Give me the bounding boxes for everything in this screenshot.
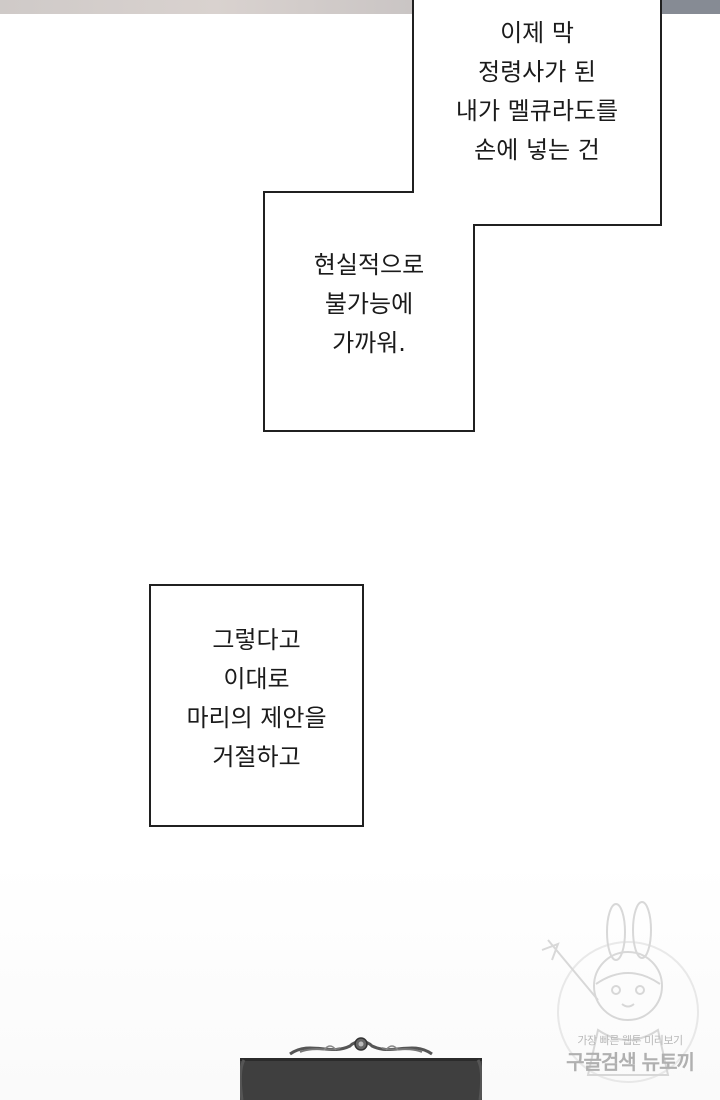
narration-box-2: 현실적으로 불가능에 가까워. <box>266 246 472 386</box>
narration-line: 마리의 제안을 <box>186 704 327 732</box>
narration-line: 이대로 <box>223 665 290 693</box>
narration-box-1: 이제 막 정령사가 된 내가 멜큐라도를 손에 넣는 건 <box>415 14 659 184</box>
narration-line: 거절하고 <box>212 743 301 771</box>
narration-line: 불가능에 <box>324 290 414 318</box>
narration-line: 내가 멜큐라도를 <box>455 97 619 125</box>
narration-line: 이제 막 <box>500 19 574 47</box>
narration-line: 현실적으로 <box>313 251 425 279</box>
narration-line: 가까워. <box>332 329 406 357</box>
narration-line: 그렇다고 <box>212 626 301 654</box>
narration-line: 손에 넣는 건 <box>474 136 600 164</box>
narration-box-3: 그렇다고 이대로 마리의 제안을 거절하고 <box>149 584 364 827</box>
narration-line: 정령사가 된 <box>477 58 597 86</box>
ornate-frame <box>240 1037 482 1100</box>
previous-panel-strip-right <box>660 0 720 14</box>
watermark-brand: 구글검색 뉴토끼 <box>566 1050 695 1074</box>
watermark-tagline: 가장 빠른 웹툰 미리보기 <box>577 1034 683 1047</box>
rabbit-mascot-watermark-icon <box>541 901 699 1083</box>
narration-box-connector <box>263 0 662 432</box>
